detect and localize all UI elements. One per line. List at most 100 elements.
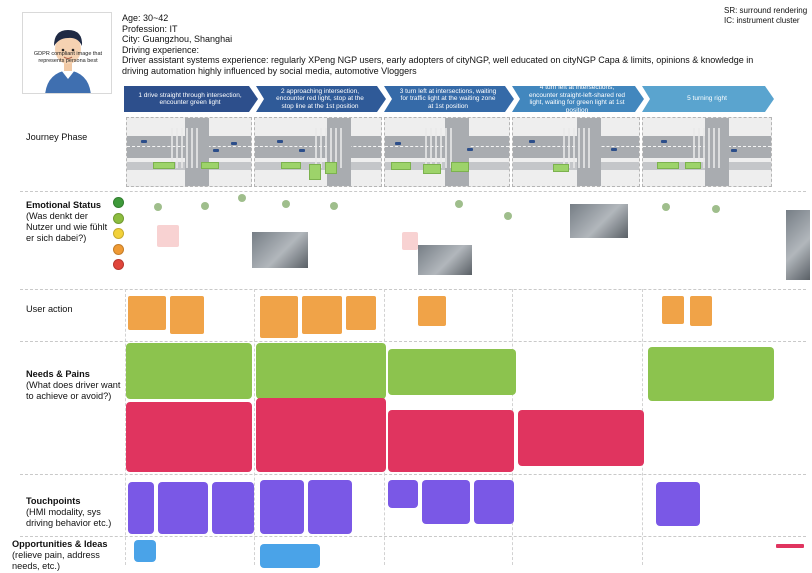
- emotional-status-title: Emotional Status: [26, 200, 102, 210]
- intersection-map-3: [384, 117, 510, 187]
- persona-experience-text: Driver assistant systems experience: reg…: [122, 55, 754, 76]
- needs-block: [388, 349, 516, 395]
- row-separator: [20, 536, 806, 537]
- emotion-marker: [712, 205, 720, 213]
- intersection-map-1: [126, 117, 252, 187]
- touchpoint-block: [212, 482, 254, 534]
- happy-face-icon: [113, 212, 124, 224]
- opportunity-block: [134, 540, 156, 562]
- user-action-note: [170, 296, 204, 334]
- pains-marker: [776, 544, 804, 548]
- legend-sr: SR: surround rendering: [724, 6, 808, 15]
- journey-phase-1: 1 drive straight through intersection, e…: [124, 86, 258, 112]
- needs-block: [648, 347, 774, 401]
- emotional-status-subtitle: (Was denkt der Nutzer und wie fühlt er s…: [26, 211, 108, 243]
- persona-profile: Age: 30~42 Profession: IT City: Guangzho…: [122, 13, 782, 77]
- sticky-note: [657, 162, 679, 169]
- emotion-marker: [201, 202, 209, 210]
- screenshot-thumbnail: [418, 245, 472, 275]
- very-happy-face-icon: [113, 197, 124, 208]
- emotion-marker: [662, 203, 670, 211]
- user-action-note: [260, 296, 298, 338]
- journey-phase-label: Journey Phase: [26, 132, 88, 142]
- emotion-marker: [238, 194, 246, 202]
- intersection-map-5: [642, 117, 772, 187]
- user-action-note: [662, 296, 684, 324]
- neutral-face-icon: [113, 228, 124, 239]
- screenshot-thumbnail: [786, 210, 810, 280]
- touchpoints-subtitle: (HMI modality, sys driving behavior etc.…: [26, 507, 112, 528]
- needs-pains-label: Needs & Pains (What does driver want to …: [26, 369, 124, 402]
- sticky-note: [281, 162, 301, 169]
- row-separator: [20, 474, 806, 475]
- needs-block: [256, 343, 386, 399]
- sticky-note: [402, 232, 418, 250]
- screenshot-thumbnail: [570, 204, 628, 238]
- pains-block: [388, 410, 514, 472]
- persona-experience-heading: Driving experience:: [122, 44, 200, 55]
- touchpoint-block: [474, 480, 514, 524]
- user-action-note: [346, 296, 376, 330]
- touchpoint-block: [422, 480, 470, 524]
- pains-block: [126, 402, 252, 472]
- sticky-note: [157, 225, 179, 247]
- sticky-note: [201, 162, 219, 169]
- emotion-marker: [282, 200, 290, 208]
- pains-block: [518, 410, 644, 466]
- persona-avatar-icon: [23, 13, 111, 93]
- emotion-marker: [504, 212, 512, 220]
- row-separator: [20, 341, 806, 342]
- persona-profession: Profession: IT: [122, 23, 178, 34]
- touchpoint-block: [308, 480, 352, 534]
- needs-pains-subtitle: (What does driver want to achieve or avo…: [26, 380, 121, 401]
- emotion-marker: [330, 202, 338, 210]
- sticky-note: [451, 162, 469, 172]
- user-action-label: User action: [26, 304, 73, 314]
- sticky-note: [325, 162, 337, 174]
- persona-image-card: GDPR compliant image that represents per…: [22, 12, 112, 94]
- needs-pains-title: Needs & Pains: [26, 369, 90, 379]
- persona-city: City: Guangzhou, Shanghai: [122, 34, 233, 45]
- sticky-note: [553, 164, 569, 172]
- persona-age: Age: 30~42: [122, 13, 169, 23]
- journey-phase-5: 5 turning right: [642, 86, 774, 112]
- user-action-note: [302, 296, 342, 334]
- touchpoint-block: [128, 482, 154, 534]
- pains-block: [256, 398, 386, 472]
- touchpoints-title: Touchpoints: [26, 496, 81, 506]
- intersection-map-4: [512, 117, 640, 187]
- row-separator: [20, 289, 806, 290]
- user-action-note: [418, 296, 446, 326]
- column-separator: [125, 289, 126, 565]
- needs-block: [126, 343, 252, 399]
- journey-phase-3: 3 turn left at intersections, waiting fo…: [384, 86, 514, 112]
- journey-phase-4: 4 turn left at intersections, encounter …: [512, 86, 644, 112]
- emotion-marker: [455, 200, 463, 208]
- intersection-map-2: [254, 117, 382, 187]
- unhappy-face-icon: [113, 243, 124, 255]
- user-action-note: [690, 296, 712, 326]
- sticky-note: [391, 162, 411, 170]
- sticky-note: [309, 164, 321, 180]
- sticky-note: [153, 162, 175, 169]
- opportunities-subtitle: (relieve pain, address needs, etc.): [12, 550, 100, 571]
- angry-face-icon: [113, 259, 124, 270]
- touchpoint-block: [388, 480, 418, 508]
- touchpoint-block: [158, 482, 208, 534]
- sticky-note: [685, 162, 701, 169]
- opportunities-title: Opportunities & Ideas: [12, 539, 108, 549]
- user-action-note: [128, 296, 166, 330]
- journey-phase-2: 2 approaching intersection, encounter re…: [256, 86, 386, 112]
- emotional-status-label: Emotional Status (Was denkt der Nutzer u…: [26, 200, 114, 244]
- row-separator: [20, 191, 806, 192]
- screenshot-thumbnail: [252, 232, 308, 268]
- touchpoints-label: Touchpoints (HMI modality, sys driving b…: [26, 496, 124, 529]
- opportunity-block: [260, 544, 320, 568]
- abbreviation-legend: SR: surround rendering IC: instrument cl…: [724, 6, 807, 26]
- sticky-note: [423, 164, 441, 174]
- opportunities-label: Opportunities & Ideas (relieve pain, add…: [12, 539, 122, 572]
- persona-image-caption: GDPR compliant image that represents per…: [33, 51, 103, 64]
- column-separator: [254, 289, 255, 565]
- legend-ic: IC: instrument cluster: [724, 16, 800, 25]
- touchpoint-block: [656, 482, 700, 526]
